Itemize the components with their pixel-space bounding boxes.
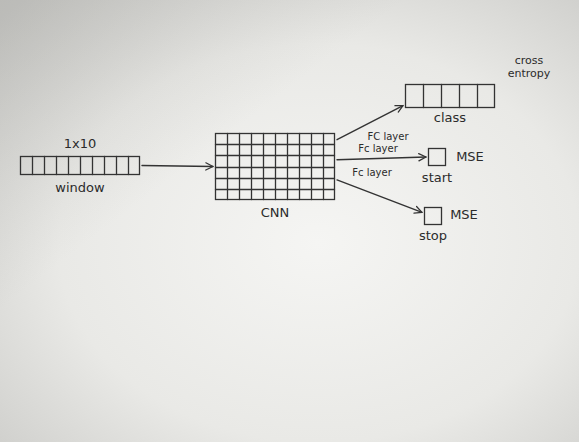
edge-label: Fc layer xyxy=(352,167,392,178)
cell-divider xyxy=(68,157,69,175)
cell-lines xyxy=(406,85,495,108)
loss-label: MSE xyxy=(456,150,484,165)
arrow-connector xyxy=(337,157,426,160)
cell-divider xyxy=(92,157,93,175)
input-window: 1x10window xyxy=(20,156,140,175)
cell-divider xyxy=(459,85,460,108)
box-caption: stop xyxy=(419,229,447,244)
cell-divider xyxy=(44,157,45,175)
cell-lines xyxy=(216,134,335,200)
cell-divider xyxy=(423,85,424,108)
stop-output-outline xyxy=(424,207,442,225)
stop-output: stopMSE xyxy=(424,207,442,225)
cell-divider xyxy=(32,157,33,175)
cell-divider xyxy=(104,157,105,175)
cell-divider xyxy=(216,189,335,190)
box-caption: window xyxy=(55,181,104,196)
start-output-outline xyxy=(428,148,446,166)
outline xyxy=(21,157,140,175)
cell-divider xyxy=(477,85,478,108)
outline xyxy=(425,208,442,225)
loss-label: MSE xyxy=(450,208,478,223)
cell-divider xyxy=(216,144,335,145)
box-caption: CNN xyxy=(261,206,290,221)
cell-divider xyxy=(80,157,81,175)
outline xyxy=(216,134,335,200)
outline xyxy=(429,149,446,166)
start-output: startMSE xyxy=(428,148,446,166)
cell-divider xyxy=(216,155,335,156)
arrow-connector xyxy=(337,180,422,213)
dimension-label: 1x10 xyxy=(64,137,97,152)
cnn-grid-outline xyxy=(215,133,335,200)
cell-divider xyxy=(216,167,335,168)
edge-label: FC layer xyxy=(367,131,408,142)
cell-divider xyxy=(116,157,117,175)
class-vector-outline xyxy=(405,84,495,108)
cell-lines xyxy=(21,157,140,175)
cell-divider xyxy=(128,157,129,175)
input-window-outline xyxy=(20,156,140,175)
class-vector: classcross entropy xyxy=(405,84,495,108)
cell-lines xyxy=(429,149,446,166)
edge-label: Fc layer xyxy=(358,143,398,154)
cell-divider xyxy=(216,178,335,179)
box-caption: class xyxy=(434,111,466,126)
box-caption: start xyxy=(422,171,452,186)
cell-divider xyxy=(56,157,57,175)
arrow-connector xyxy=(142,166,213,167)
cnn-grid: CNN xyxy=(215,133,335,200)
outline xyxy=(406,85,495,108)
cell-lines xyxy=(425,208,442,225)
cell-divider xyxy=(441,85,442,108)
loss-label: cross entropy xyxy=(508,55,551,80)
